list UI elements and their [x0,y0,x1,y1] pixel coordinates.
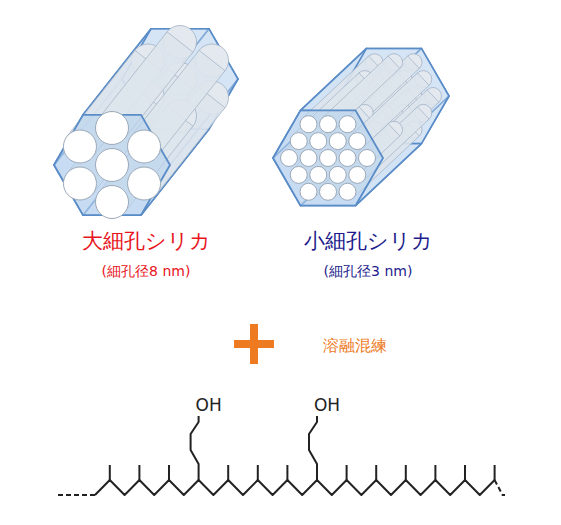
large-pore-silica [54,26,238,219]
silica-name: 大細孔シリカ [82,229,211,254]
hydroxyl-group: OH [314,395,340,415]
pore-size: (細孔径3 nm) [324,263,413,280]
hydroxyl-group: OH [196,395,222,415]
process-label: 溶融混練 [323,336,387,355]
small-pore-silica [273,48,449,205]
polymer-chain [58,416,505,495]
plus-sign [234,324,274,364]
silica-name: 小細孔シリカ [304,229,433,254]
pore-size: (細孔径8 nm) [102,263,191,280]
